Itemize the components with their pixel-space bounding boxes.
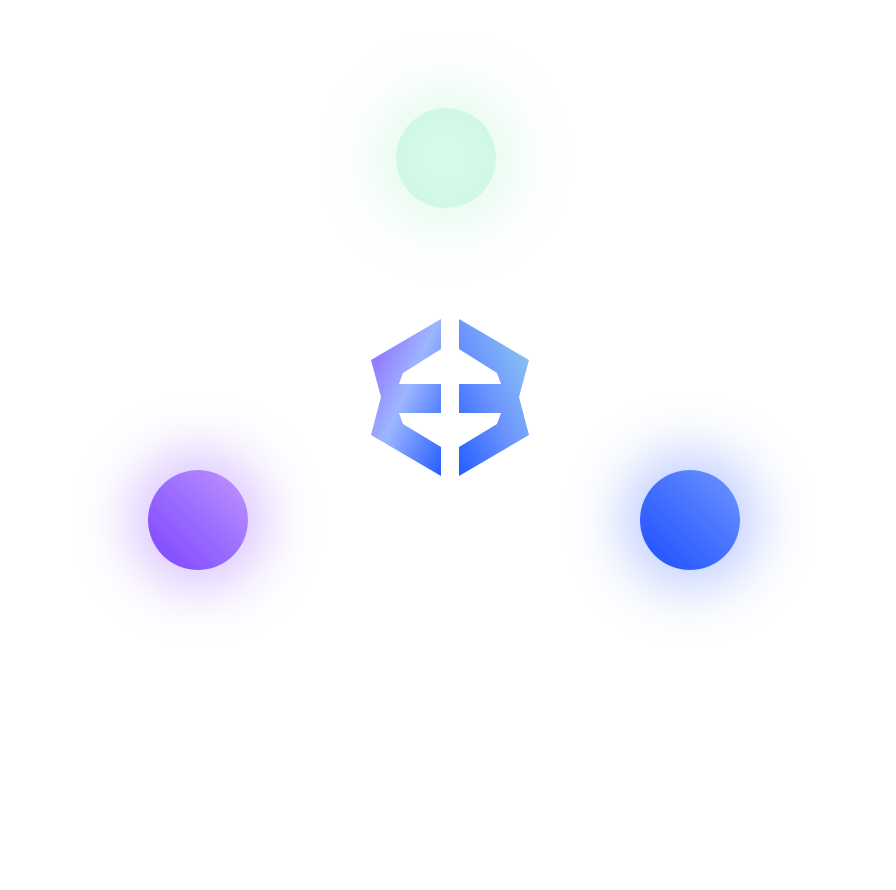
blue-orb xyxy=(640,470,740,570)
exmo-logo-icon xyxy=(371,319,529,476)
purple-orb xyxy=(148,470,248,570)
green-orb xyxy=(396,108,496,208)
